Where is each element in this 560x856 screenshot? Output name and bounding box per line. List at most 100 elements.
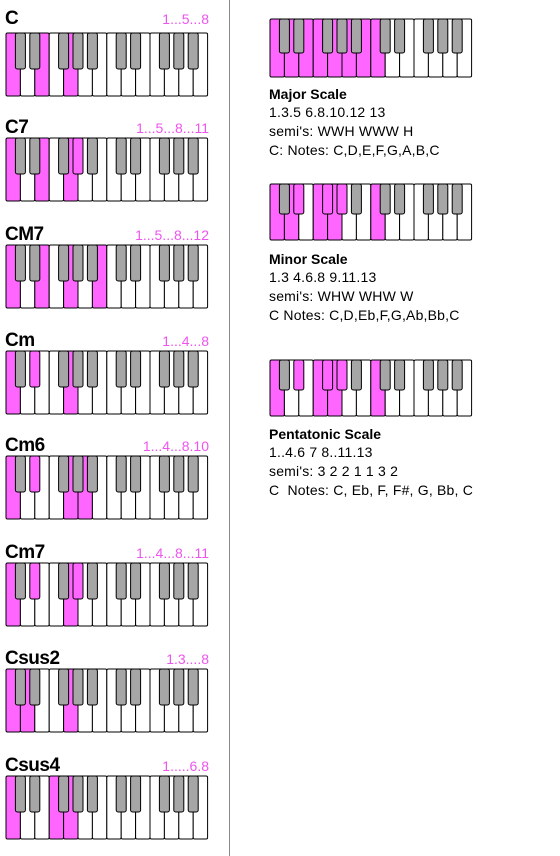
black-key bbox=[422, 183, 434, 215]
black-key-highlighted bbox=[293, 359, 305, 391]
black-key bbox=[72, 32, 84, 70]
black-key bbox=[394, 359, 406, 391]
chord-formula: 1...4...8 bbox=[162, 333, 209, 349]
black-key bbox=[14, 455, 26, 493]
black-key bbox=[14, 244, 26, 282]
black-key bbox=[86, 775, 98, 813]
black-key bbox=[173, 137, 185, 175]
black-key bbox=[58, 455, 70, 493]
chord-keyboard bbox=[5, 668, 209, 733]
black-key bbox=[58, 32, 70, 70]
scale-intervals: 1.3.5 6.8.10.12 13 bbox=[269, 104, 386, 120]
black-key bbox=[115, 137, 127, 175]
scale-semitones: semi's: WWH WWW H bbox=[269, 123, 414, 139]
black-key-highlighted bbox=[293, 183, 305, 215]
chord-block-cm7-major: CM7 1...5...8...12 bbox=[5, 224, 213, 316]
black-key bbox=[115, 455, 127, 493]
chord-name: C7 bbox=[5, 117, 29, 138]
black-key bbox=[86, 668, 98, 706]
chord-keyboard bbox=[5, 562, 209, 627]
black-key bbox=[187, 137, 199, 175]
chord-keyboard bbox=[5, 244, 209, 309]
black-key bbox=[86, 137, 98, 175]
chord-name: Cm bbox=[5, 330, 35, 351]
chord-block-csus4: Csus4 1.....6.8 bbox=[5, 755, 213, 847]
chord-name: C bbox=[5, 8, 19, 29]
scale-intervals: 1.3 4.6.8 9.11.13 bbox=[269, 269, 377, 285]
black-key bbox=[115, 32, 127, 70]
black-key bbox=[130, 562, 142, 600]
black-key-highlighted bbox=[72, 137, 84, 175]
black-key bbox=[278, 18, 290, 54]
black-key bbox=[130, 32, 142, 70]
black-key bbox=[86, 244, 98, 282]
scale-keyboard-minor bbox=[269, 183, 473, 241]
black-key bbox=[187, 562, 199, 600]
black-key bbox=[158, 562, 170, 600]
black-key-highlighted bbox=[72, 562, 84, 600]
black-key bbox=[130, 350, 142, 388]
black-key bbox=[14, 137, 26, 175]
black-key bbox=[451, 359, 463, 391]
black-key bbox=[14, 32, 26, 70]
black-key bbox=[115, 775, 127, 813]
black-key bbox=[72, 244, 84, 282]
chord-block-c: C 1...5...8 bbox=[5, 8, 213, 100]
black-key bbox=[14, 562, 26, 600]
black-key bbox=[379, 359, 391, 391]
black-key bbox=[158, 32, 170, 70]
black-key bbox=[187, 455, 199, 493]
black-key bbox=[86, 562, 98, 600]
black-key bbox=[350, 359, 362, 391]
black-key-highlighted bbox=[336, 183, 348, 215]
black-key bbox=[158, 668, 170, 706]
scale-semitones: semi's: WHW WHW W bbox=[269, 288, 414, 304]
black-key bbox=[173, 244, 185, 282]
black-key bbox=[173, 668, 185, 706]
scale-semitones: semi's: 3 2 2 1 1 3 2 bbox=[269, 463, 399, 479]
black-key bbox=[58, 775, 70, 813]
scale-block-minor: Minor Scale 1.3 4.6.8 9.11.13 semi's: WH… bbox=[269, 250, 559, 325]
scale-notes: C Notes: C,D,Eb,F,G,Ab,Bb,C bbox=[269, 307, 460, 323]
chord-name: Cm6 bbox=[5, 435, 45, 456]
chord-keyboard bbox=[5, 350, 209, 415]
black-key bbox=[187, 350, 199, 388]
black-key bbox=[158, 137, 170, 175]
black-key bbox=[130, 455, 142, 493]
scale-block-pentatonic: Pentatonic Scale 1..4.6 7 8..11.13 semi'… bbox=[269, 425, 559, 500]
chord-block-cm6: Cm6 1...4...8.10 bbox=[5, 435, 213, 527]
black-key bbox=[422, 18, 434, 54]
black-key-highlighted bbox=[336, 359, 348, 391]
black-key-highlighted bbox=[29, 350, 41, 388]
black-key bbox=[437, 18, 449, 54]
black-key bbox=[14, 668, 26, 706]
black-key bbox=[173, 775, 185, 813]
black-key bbox=[72, 775, 84, 813]
black-key bbox=[130, 668, 142, 706]
black-key bbox=[115, 668, 127, 706]
black-key bbox=[86, 455, 98, 493]
chord-formula: 1...5...8 bbox=[162, 11, 209, 27]
scale-intervals: 1..4.6 7 8..11.13 bbox=[269, 444, 373, 460]
black-key bbox=[278, 359, 290, 391]
black-key bbox=[158, 350, 170, 388]
black-key bbox=[58, 137, 70, 175]
black-key bbox=[29, 32, 41, 70]
black-key bbox=[187, 244, 199, 282]
scale-keyboard-pentatonic bbox=[269, 359, 473, 417]
black-key bbox=[58, 668, 70, 706]
black-key bbox=[29, 244, 41, 282]
black-key bbox=[72, 455, 84, 493]
chord-name: CM7 bbox=[5, 224, 44, 245]
black-key bbox=[29, 775, 41, 813]
black-key bbox=[379, 18, 391, 54]
black-key bbox=[58, 350, 70, 388]
black-key bbox=[86, 350, 98, 388]
black-key bbox=[72, 350, 84, 388]
black-key bbox=[350, 183, 362, 215]
black-key bbox=[130, 244, 142, 282]
black-key bbox=[29, 668, 41, 706]
black-key bbox=[14, 775, 26, 813]
chord-keyboard bbox=[5, 32, 209, 97]
black-key bbox=[29, 137, 41, 175]
